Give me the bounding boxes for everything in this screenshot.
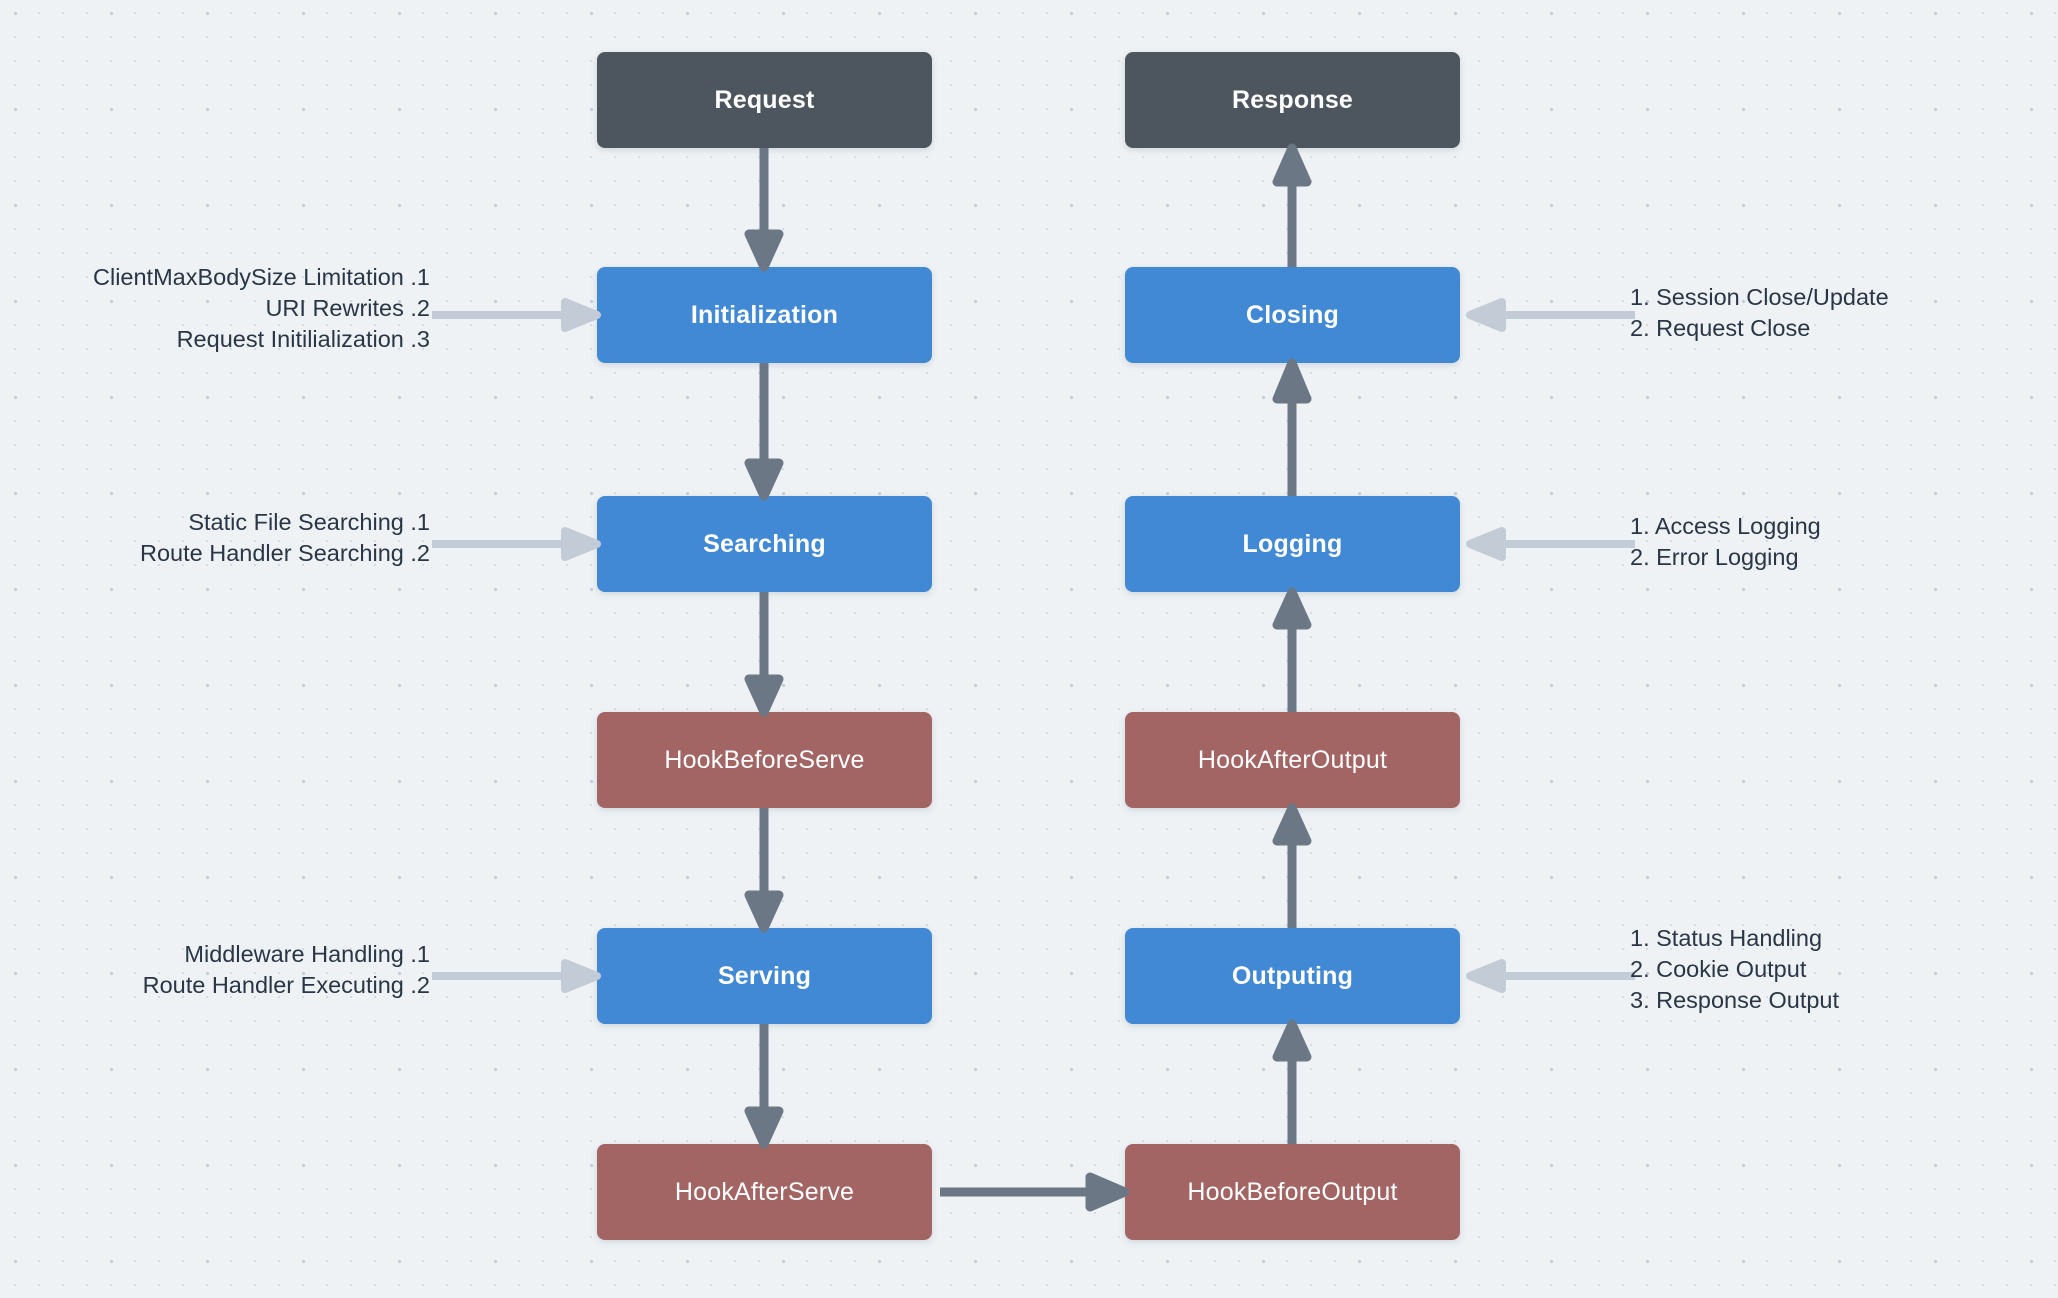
annotation-outputing: 1. Status Handling 2. Cookie Output 3. R… [1630,923,1839,1016]
annotation-line: 1. Access Logging [1630,513,1821,539]
flow-arrow-request-to-initialization [744,148,784,272]
annotation-arrow-logging [1466,527,1635,561]
node-hook-before-output[interactable]: HookBeforeOutput [1125,1144,1460,1240]
node-serving[interactable]: Serving [597,928,932,1024]
node-initialization[interactable]: Initialization [597,267,932,363]
flow-arrow-outputing-to-hook-after-output [1272,803,1312,928]
flow-arrow-searching-to-hook-before-serve [744,592,784,717]
annotation-searching: Static File Searching .1 Route Handler S… [0,507,430,569]
node-hook-after-output[interactable]: HookAfterOutput [1125,712,1460,808]
node-hook-before-serve[interactable]: HookBeforeServe [597,712,932,808]
annotation-line: 1. Session Close/Update [1630,284,1889,310]
annotation-logging: 1. Access Logging 2. Error Logging [1630,511,1821,573]
annotation-line: Middleware Handling .1 [184,941,430,967]
flow-arrow-hook-after-serve-to-hook-before-output [940,1172,1130,1212]
node-outputing[interactable]: Outputing [1125,928,1460,1024]
flow-arrow-hook-after-output-to-logging [1272,587,1312,712]
annotation-line: 1. Status Handling [1630,925,1823,951]
node-logging[interactable]: Logging [1125,496,1460,592]
annotation-serving: Middleware Handling .1 Route Handler Exe… [0,939,430,1001]
annotation-line: ClientMaxBodySize Limitation .1 [93,264,430,290]
annotation-arrow-searching [432,527,601,561]
annotation-arrow-serving [432,959,601,993]
annotation-line: 2. Cookie Output [1630,956,1807,983]
node-request[interactable]: Request [597,52,932,148]
annotation-line: Static File Searching .1 [188,509,430,535]
annotation-line: 3. Response Output [1630,987,1840,1014]
flow-arrow-hook-before-serve-to-serving [744,808,784,933]
flow-arrow-initialization-to-searching [744,363,784,501]
annotation-line: 2. Request Close [1630,315,1811,342]
annotation-line: 2. Error Logging [1630,544,1799,571]
node-searching[interactable]: Searching [597,496,932,592]
annotation-arrow-initialization [432,298,601,332]
annotation-closing: 1. Session Close/Update 2. Request Close [1630,282,1889,344]
flow-arrow-logging-to-closing [1272,358,1312,496]
flow-arrow-hook-before-output-to-outputing [1272,1019,1312,1144]
annotation-initialization: ClientMaxBodySize Limitation .1 URI Rewr… [0,262,430,355]
annotation-line: Request Initilialization .3 [176,326,430,353]
flow-arrow-closing-to-response [1272,143,1312,267]
node-closing[interactable]: Closing [1125,267,1460,363]
annotation-arrow-outputing [1466,959,1635,993]
annotation-line: URI Rewrites .2 [265,295,430,322]
flow-arrow-serving-to-hook-after-serve [744,1024,784,1149]
node-hook-after-serve[interactable]: HookAfterServe [597,1144,932,1240]
annotation-line: Route Handler Executing .2 [142,972,430,999]
annotation-line: Route Handler Searching .2 [139,540,430,567]
node-response[interactable]: Response [1125,52,1460,148]
annotation-arrow-closing [1466,298,1635,332]
